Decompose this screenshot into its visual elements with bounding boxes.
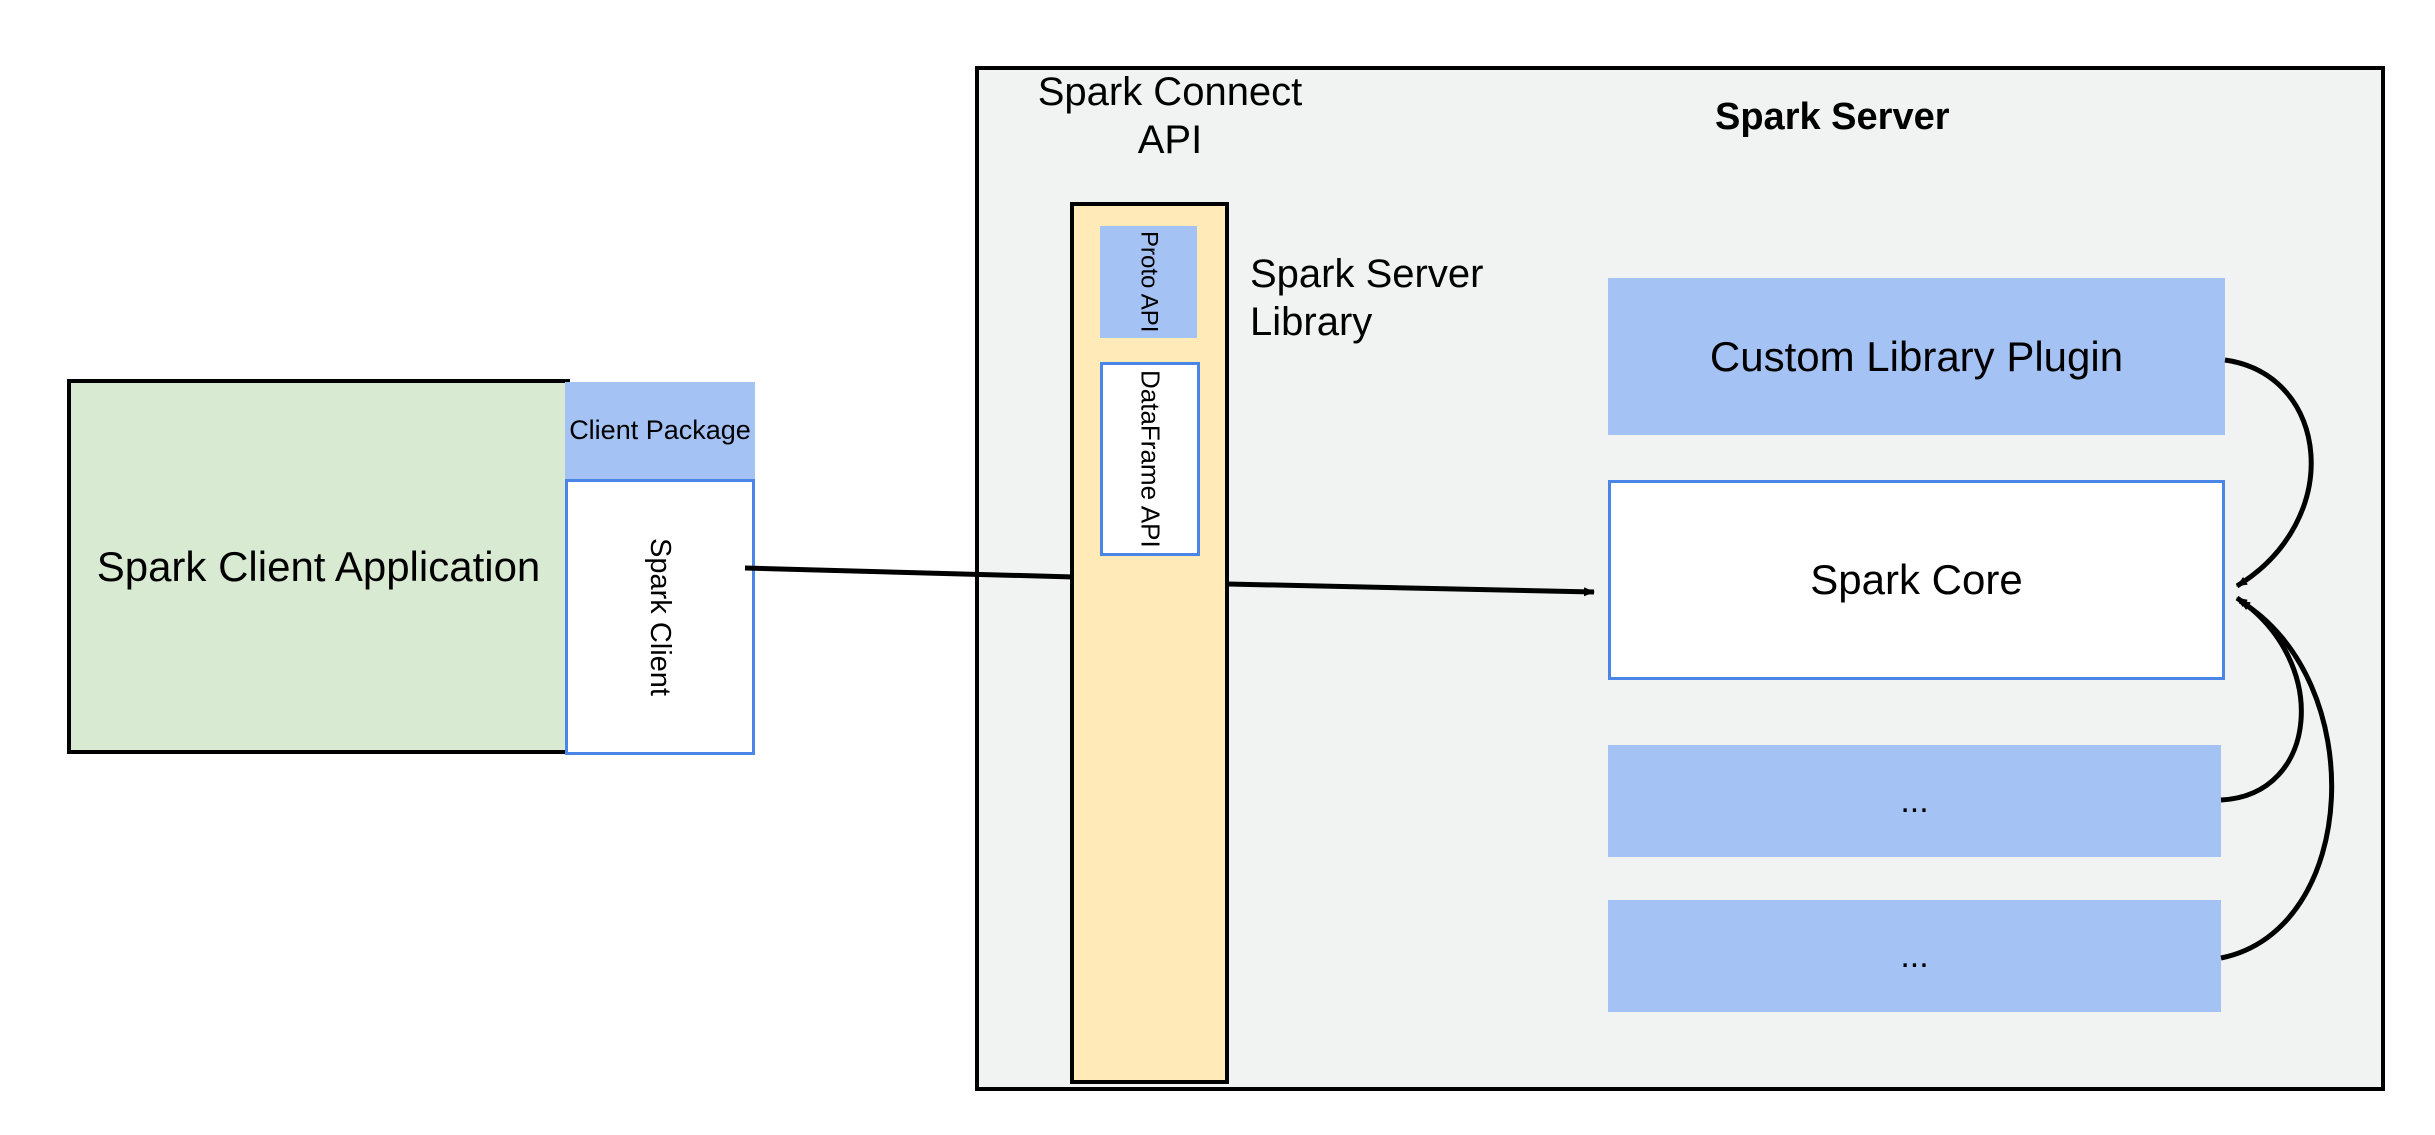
spark-server-title: Spark Server bbox=[1715, 96, 1950, 138]
dataframe-api-box: DataFrame API bbox=[1100, 362, 1200, 556]
spark-server-library-label: Spark Server Library bbox=[1250, 252, 1484, 344]
ellipsis-box-2-label: ... bbox=[1900, 936, 1929, 975]
spark-core-box: Spark Core bbox=[1608, 480, 2225, 680]
proto-api-label: Proto API bbox=[1135, 231, 1163, 333]
dataframe-api-label: DataFrame API bbox=[1135, 370, 1166, 548]
client-package-label: Client Package bbox=[569, 414, 751, 445]
custom-library-plugin-label: Custom Library Plugin bbox=[1709, 332, 2124, 380]
spark-client-application-label: Spark Client Application bbox=[96, 542, 541, 590]
spark-client-label: Spark Client bbox=[644, 538, 677, 696]
spark-connect-api-container bbox=[1070, 202, 1229, 1084]
spark-connect-api-label: Spark Connect API bbox=[1037, 70, 1303, 162]
ellipsis-box-2: ... bbox=[1608, 900, 2221, 1012]
spark-client-application-box: Spark Client Application bbox=[67, 379, 570, 754]
custom-library-plugin-box: Custom Library Plugin bbox=[1608, 278, 2225, 435]
spark-core-label: Spark Core bbox=[1810, 556, 2023, 604]
client-package-box: Client Package bbox=[565, 382, 755, 479]
ellipsis-box-1: ... bbox=[1608, 745, 2221, 857]
spark-client-box: Spark Client bbox=[565, 479, 755, 755]
proto-api-box: Proto API bbox=[1100, 226, 1197, 338]
ellipsis-box-1-label: ... bbox=[1900, 781, 1929, 820]
